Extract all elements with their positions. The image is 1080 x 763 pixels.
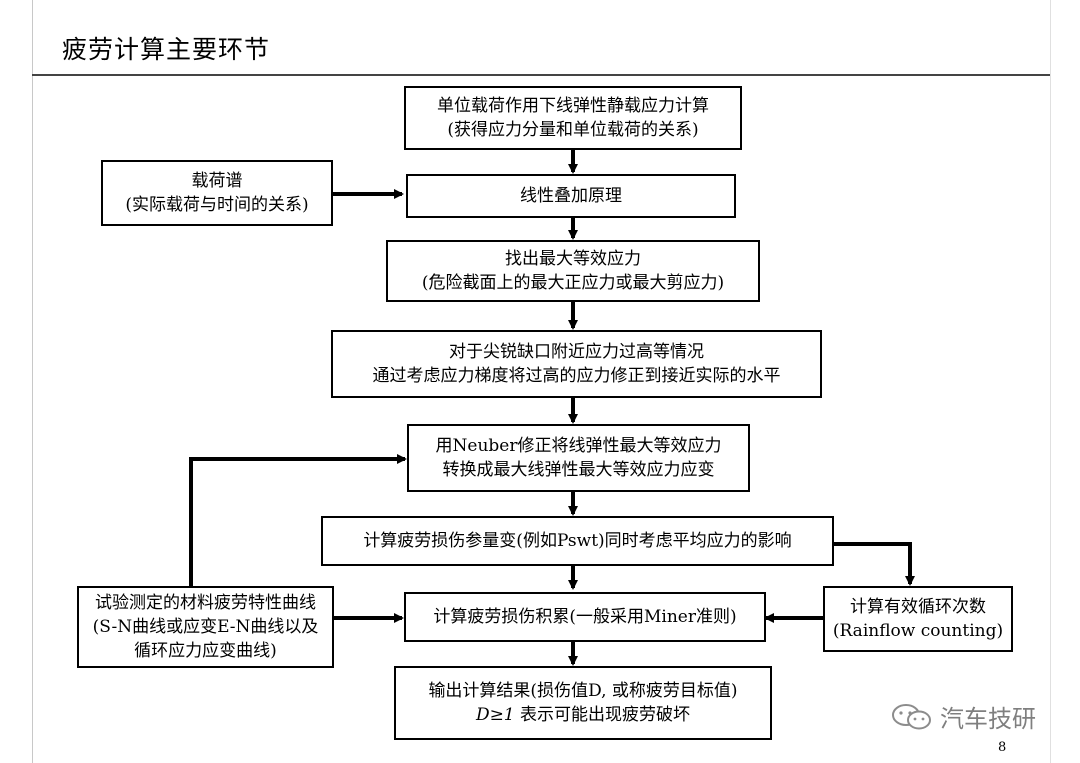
box-max-equivalent-stress: 找出最大等效应力 (危险截面上的最大正应力或最大剪应力) — [386, 240, 760, 302]
box-neuber-correction: 用Neuber修正将线弹性最大等效应力 转换成最大线弹性最大等效应力应变 — [407, 424, 750, 492]
box-unit-load-line1: 单位载荷作用下线弹性静载应力计算 — [437, 96, 709, 116]
box-damage-param-line1: 计算疲劳损伤参量变(例如Pswt)同时考虑平均应力的影响 — [363, 531, 792, 551]
box-damage-accumulation: 计算疲劳损伤积累(一般采用Miner准则) — [404, 592, 766, 642]
box-accumulation-line1: 计算疲劳损伤积累(一般采用Miner准则) — [433, 607, 737, 627]
box-superposition-line1: 线性叠加原理 — [520, 186, 622, 206]
box-notch-correction: 对于尖锐缺口附近应力过高等情况 通过考虑应力梯度将过高的应力修正到接近实际的水平 — [331, 330, 822, 398]
box-unit-load-stress: 单位载荷作用下线弹性静载应力计算 (获得应力分量和单位载荷的关系) — [404, 86, 742, 150]
box-output-result: 输出计算结果(损伤值D, 或称疲劳目标值) D≥1 表示可能出现疲劳破坏 — [394, 666, 772, 740]
box-unit-load-line2: (获得应力分量和单位载荷的关系) — [447, 120, 699, 140]
box-notch-line1: 对于尖锐缺口附近应力过高等情况 — [449, 342, 704, 362]
slide-left-border — [32, 0, 33, 763]
title-divider — [32, 74, 1050, 76]
box-material-line1: 试验测定的材料疲劳特性曲线 — [95, 593, 316, 613]
box-max-stress-line1: 找出最大等效应力 — [505, 249, 641, 269]
box-max-stress-line2: (危险截面上的最大正应力或最大剪应力) — [421, 273, 725, 293]
box-linear-superposition: 线性叠加原理 — [406, 174, 736, 218]
box-load-spectrum: 载荷谱 (实际载荷与时间的关系) — [101, 160, 333, 226]
watermark: 汽车技研 — [890, 699, 1036, 734]
box-notch-line2: 通过考虑应力梯度将过高的应力修正到接近实际的水平 — [372, 366, 781, 386]
page-number: 8 — [998, 740, 1007, 755]
damage-threshold-text: 表示可能出现疲劳破坏 — [514, 705, 691, 725]
slide-right-border — [1050, 0, 1051, 763]
box-neuber-line1: 用Neuber修正将线弹性最大等效应力 — [435, 436, 722, 456]
box-damage-parameter: 计算疲劳损伤参量变(例如Pswt)同时考虑平均应力的影响 — [321, 516, 834, 566]
arrow-material-to-neuber — [189, 454, 407, 586]
box-material-line2: (S-N曲线或应变E-N曲线以及 — [92, 617, 319, 637]
slide-title: 疲劳计算主要环节 — [62, 35, 271, 64]
box-output-line2: D≥1 表示可能出现疲劳破坏 — [476, 703, 690, 727]
arrow-damageparam-to-cyclecount — [834, 542, 915, 586]
watermark-text: 汽车技研 — [940, 705, 1036, 733]
box-cycle-count-line2: (Rainflow counting) — [832, 621, 1004, 641]
box-cycle-count: 计算有效循环次数 (Rainflow counting) — [823, 586, 1013, 652]
damage-threshold-formula: D≥1 — [475, 705, 515, 725]
box-output-line1: 输出计算结果(损伤值D, 或称疲劳目标值) — [428, 681, 738, 701]
box-neuber-line2: 转换成最大线弹性最大等效应力应变 — [442, 460, 715, 480]
box-load-spectrum-line1: 载荷谱 — [191, 171, 243, 191]
box-material-line3: 循环应力应变曲线) — [134, 641, 277, 661]
box-load-spectrum-line2: (实际载荷与时间的关系) — [125, 195, 309, 215]
box-material-fatigue-curve: 试验测定的材料疲劳特性曲线 (S-N曲线或应变E-N曲线以及 循环应力应变曲线) — [77, 586, 334, 668]
wechat-logo-icon — [892, 703, 931, 729]
box-cycle-count-line1: 计算有效循环次数 — [850, 597, 986, 617]
